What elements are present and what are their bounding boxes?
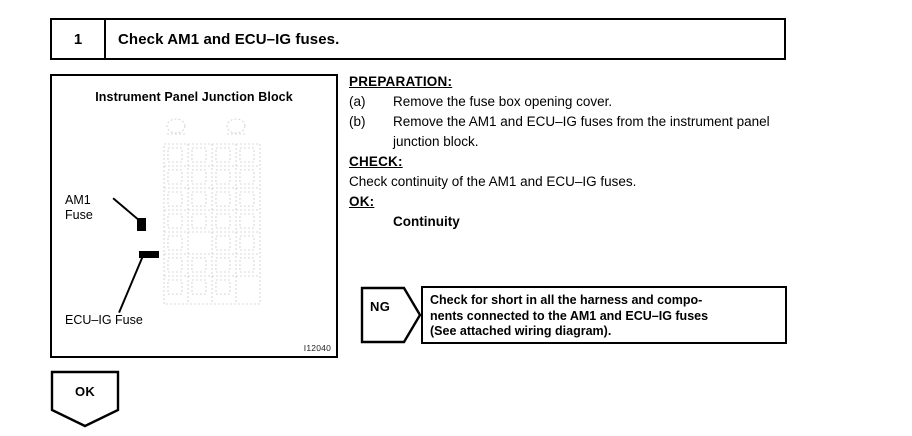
preparation-heading: PREPARATION: [349, 74, 453, 89]
ok-flag: OK [50, 370, 120, 428]
check-heading: CHECK: [349, 154, 403, 169]
am1-fuse-marker [137, 218, 146, 231]
step-number: 1 [52, 20, 106, 58]
ecu-ig-fuse-marker [139, 251, 159, 258]
ng-branch: NG Check for short in all the harness an… [360, 286, 787, 344]
step-header-box: 1 Check AM1 and ECU–IG fuses. [50, 18, 786, 60]
ng-flag-label: NG [370, 299, 391, 314]
sub-step-b: (b) Remove the AM1 and ECU–IG fuses from… [349, 112, 789, 152]
am1-fuse-label: AM1 Fuse [65, 193, 93, 222]
procedure-text-block: PREPARATION: (a) Remove the fuse box ope… [349, 72, 789, 232]
ok-flag-label: OK [74, 384, 96, 399]
ecu-ig-fuse-label: ECU–IG Fuse [65, 313, 143, 327]
junction-block-artwork [163, 118, 261, 305]
step-title: Check AM1 and ECU–IG fuses. [118, 30, 340, 48]
ng-flag-shape [360, 286, 422, 344]
sub-step-a-marker: (a) [349, 94, 366, 109]
ok-heading: OK: [349, 194, 375, 209]
ok-flag-shape [50, 370, 120, 428]
illustration-panel: Instrument Panel Junction Block [50, 74, 338, 358]
figure-code: I12040 [303, 343, 331, 353]
sub-step-a: (a) Remove the fuse box opening cover. [349, 92, 789, 112]
ng-message-box: Check for short in all the harness and c… [421, 286, 787, 344]
ok-result-text: Continuity [393, 214, 460, 229]
sub-step-b-text: Remove the AM1 and ECU–IG fuses from the… [393, 114, 770, 149]
illustration-caption: Instrument Panel Junction Block [95, 90, 293, 104]
check-text: Check continuity of the AM1 and ECU–IG f… [349, 174, 637, 189]
sub-step-a-text: Remove the fuse box opening cover. [393, 94, 613, 109]
sub-step-b-marker: (b) [349, 114, 366, 129]
